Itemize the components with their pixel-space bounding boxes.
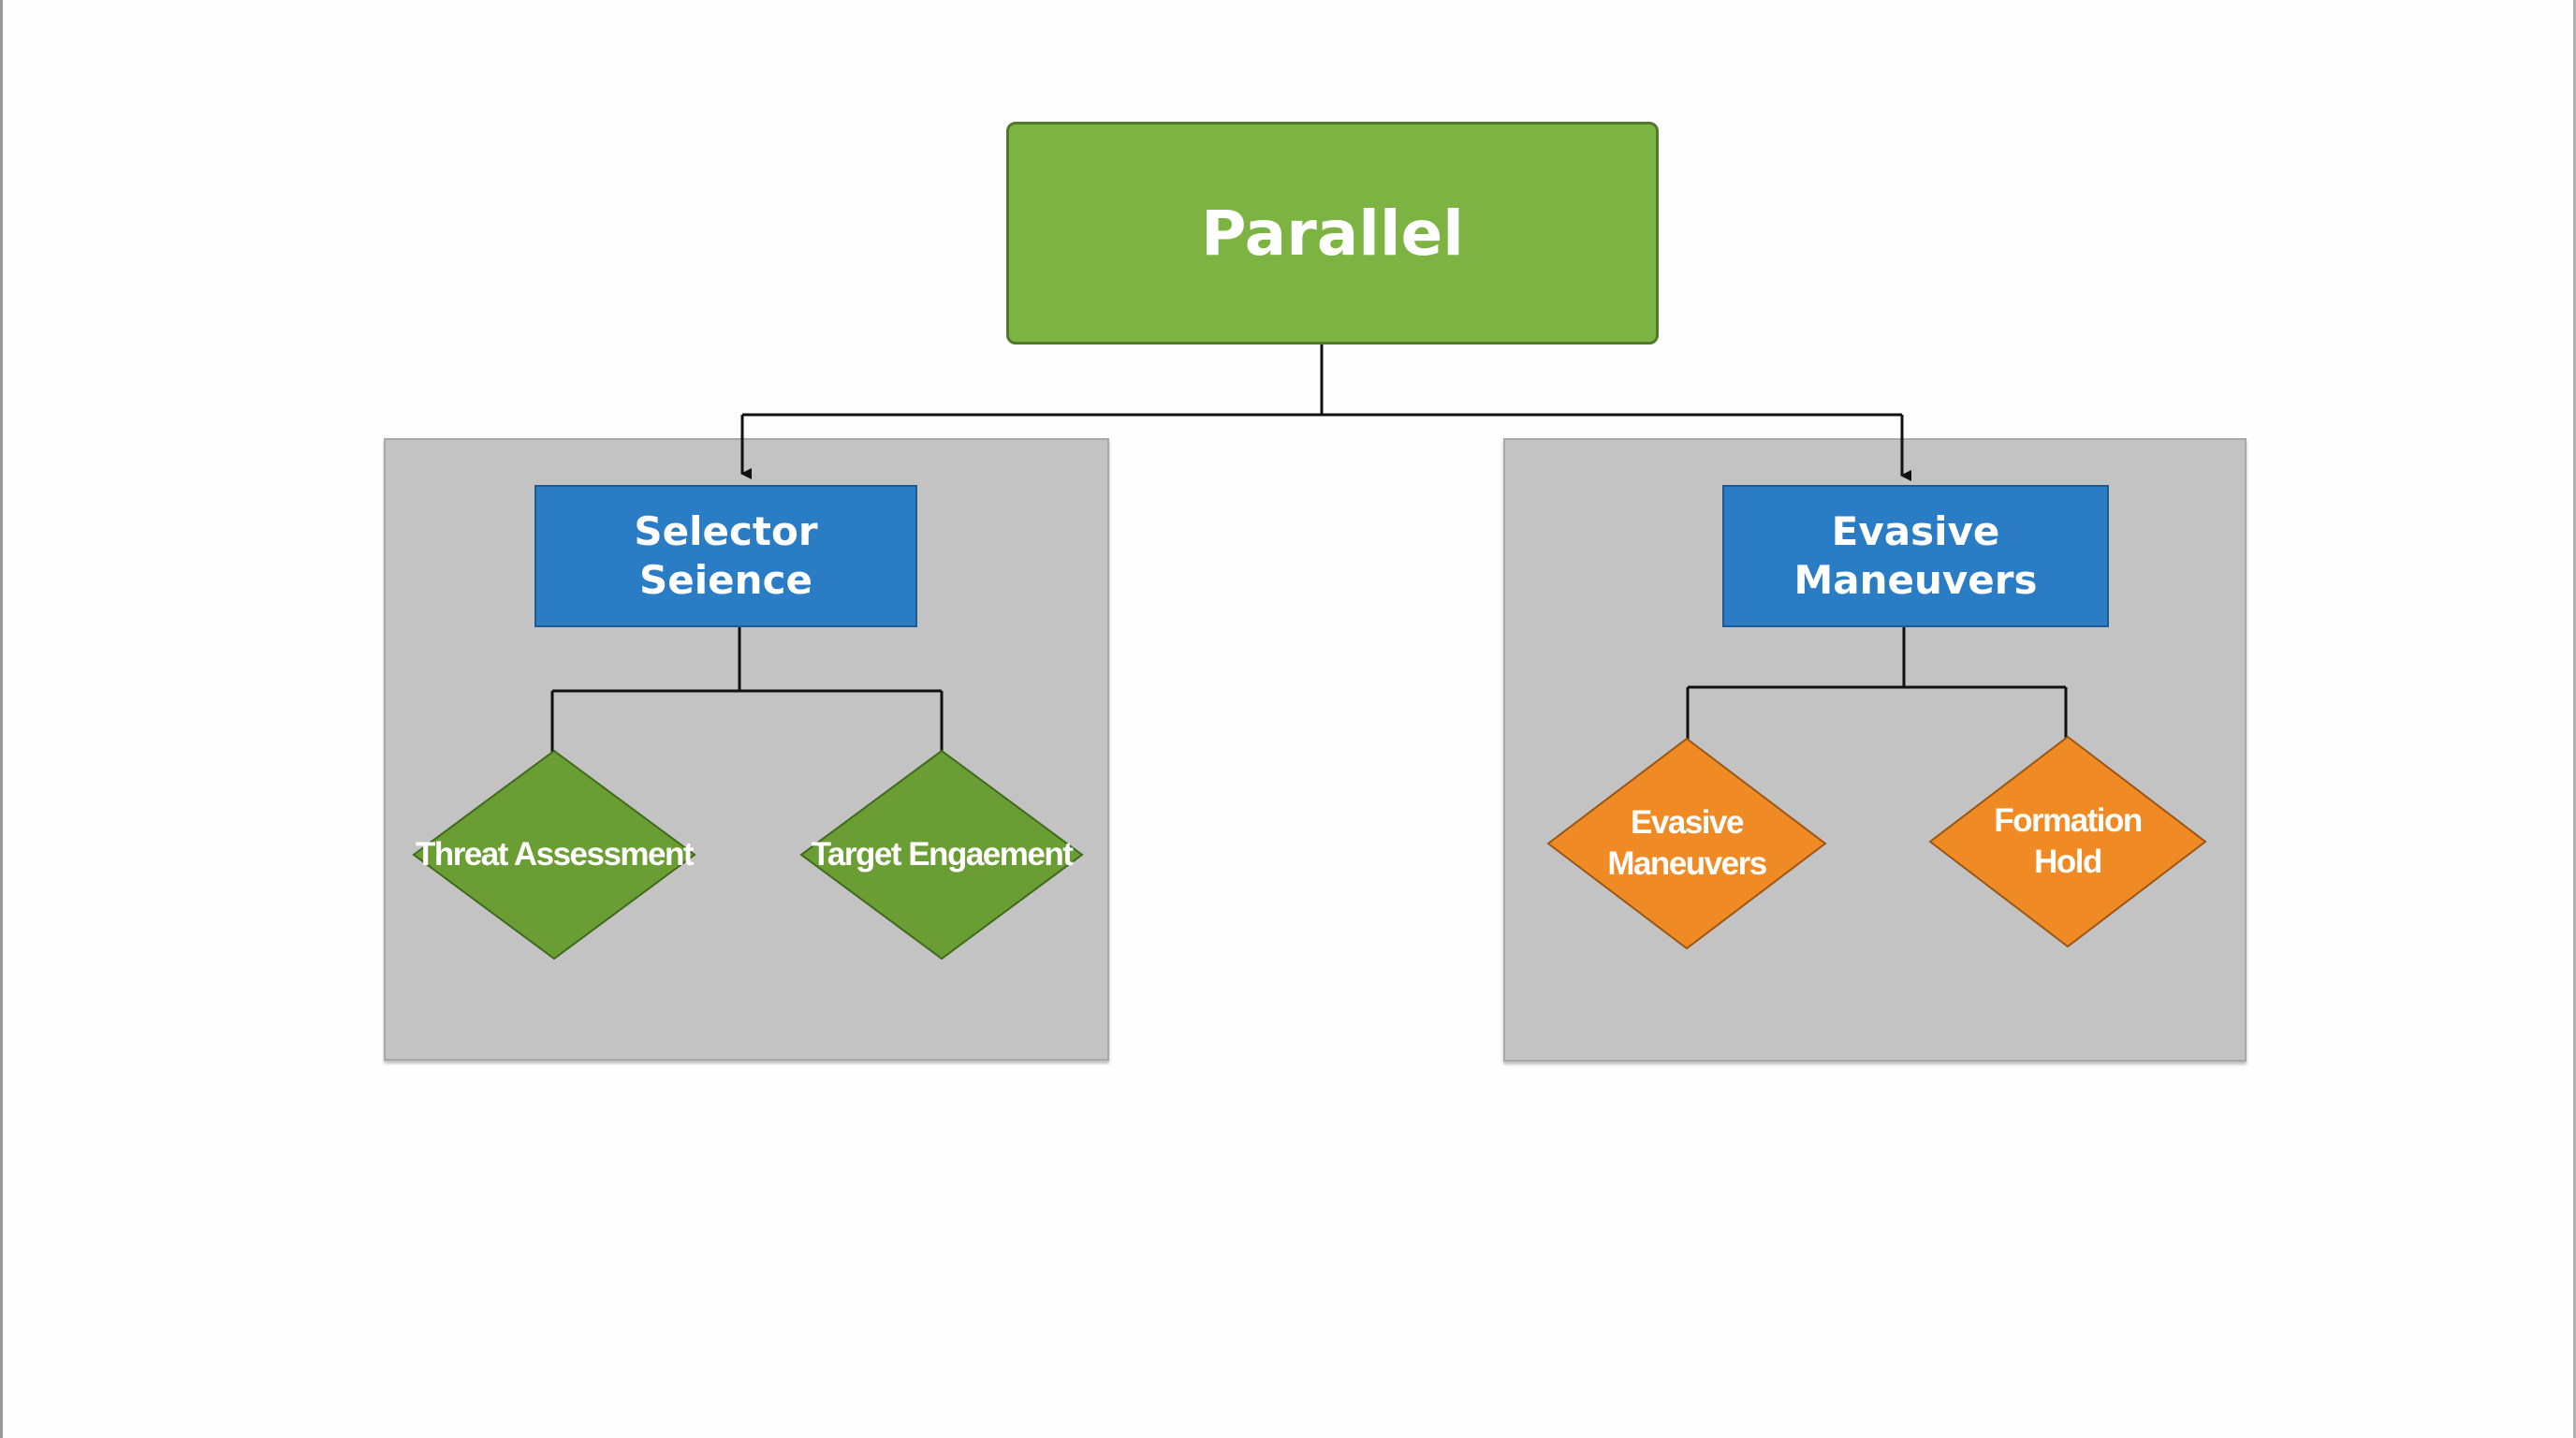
root-node-parallel: Parallel	[1006, 122, 1659, 345]
branch-node-selector: Selector Seience	[534, 485, 917, 627]
root-connector	[742, 345, 1902, 417]
left-branch-connector	[550, 625, 944, 752]
branch-label-line: Seience	[639, 557, 812, 603]
root-label: Parallel	[1201, 197, 1464, 270]
branch-node-evasive-maneuvers: Evasive Maneuvers	[1722, 485, 2109, 627]
branch-label-line: Evasive	[1831, 508, 2000, 554]
decision-label-line: Hold	[2034, 844, 2102, 880]
decision-label-line: Threat Assessment	[415, 836, 695, 873]
decision-threat-assessment: Threat Assessment	[412, 750, 696, 960]
decision-target-engagement: Target Engaement	[799, 750, 1084, 960]
branch-label-line: Selector	[634, 508, 818, 554]
right-branch-connector	[1686, 625, 2068, 740]
decision-evasive-maneuvers: Evasive Maneuvers	[1546, 738, 1827, 949]
decision-formation-hold: Formation Hold	[1928, 736, 2207, 947]
decision-label-line: Evasive	[1631, 804, 1744, 841]
decision-label-line: Target Engaement	[811, 836, 1074, 873]
decision-label-line: Maneuvers	[1607, 845, 1767, 882]
branch-label-line: Maneuvers	[1793, 557, 2038, 603]
decision-label-line: Formation	[1994, 802, 2143, 839]
